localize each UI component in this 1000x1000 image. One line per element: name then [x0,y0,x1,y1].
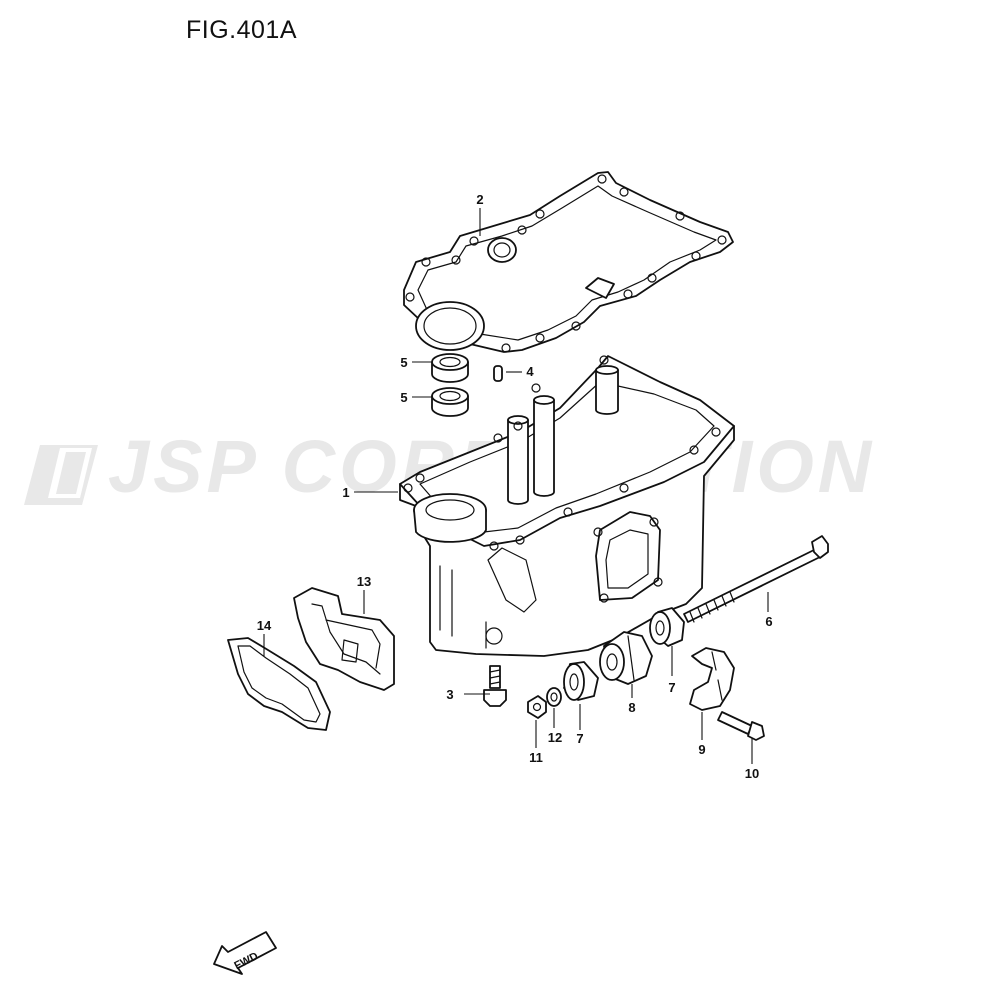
callout-7-right: 7 [668,680,675,695]
bolt-part-3 [483,665,507,707]
bushing-part-7-left [563,661,599,701]
callout-11: 11 [529,750,543,765]
callout-2: 2 [476,192,483,207]
callout-3: 3 [446,687,453,702]
watermark-logo-icon [24,445,98,505]
dowel-pin-part-4 [493,365,503,382]
oil-seal-part-5-lower [431,387,469,417]
callout-9: 9 [698,742,705,757]
nut-part-11 [527,695,547,719]
oil-seal-part-5-upper [431,353,469,383]
callout-5-upper: 5 [400,355,407,370]
housing-part-1 [399,355,735,657]
long-bolt-part-6 [683,535,829,623]
washer-part-12 [546,687,562,707]
callout-13: 13 [357,574,371,589]
callout-4: 4 [526,364,534,379]
fwd-direction-marker: FWD [213,931,277,975]
gasket-bolt-holes [405,174,727,353]
callout-12: 12 [548,730,562,745]
callout-8: 8 [628,700,635,715]
callout-14: 14 [257,618,272,633]
callout-labels: 2 1 3 4 5 5 6 7 7 8 9 10 11 12 13 14 [257,192,773,781]
leader-lines [263,208,769,764]
callout-1: 1 [342,485,349,500]
figure-title: FIG.401A [186,16,297,44]
clamp-part-9 [689,647,735,711]
seal-part-14 [227,637,331,731]
callout-5-lower: 5 [400,390,407,405]
bushing-part-7-right [649,607,685,647]
cover-part-13 [293,587,395,691]
bolt-part-10 [717,711,765,741]
callout-6: 6 [765,614,772,629]
gasket-part-2 [403,171,734,353]
mount-part-8 [599,631,653,685]
callout-7-left: 7 [576,731,583,746]
callout-10: 10 [745,766,759,781]
housing-flange-holes [403,355,721,551]
